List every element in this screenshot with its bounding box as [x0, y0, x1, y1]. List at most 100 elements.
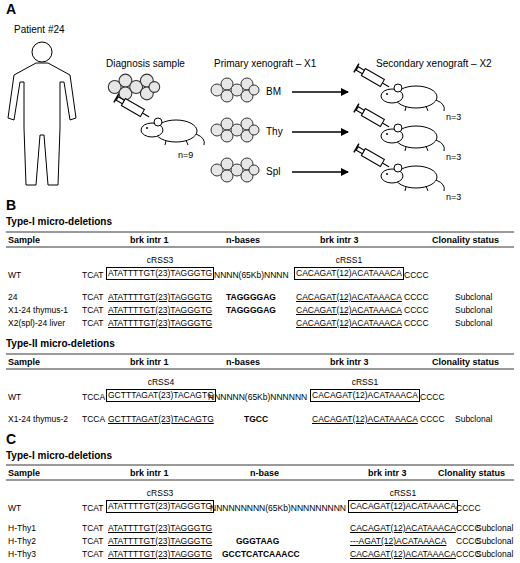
column-header: brk intr 1 [130, 357, 169, 368]
table-cell: H-Thy3 [8, 549, 36, 560]
rss-box: cRSS4GCTTTAGAT(23)TACAGTG [106, 389, 216, 402]
panel-label: Thy [266, 126, 283, 137]
sequence-text: ATATTTTGT(23)TAGGGTG [108, 305, 212, 316]
table-cell: H-Thy1 [8, 523, 36, 534]
sequence-text: ATATTTTGT(23)TAGGGTG [108, 501, 212, 512]
table-rule [6, 465, 514, 466]
n-bases-text: TAGGGGAG [226, 305, 276, 316]
sequence-text: ATATTTTGT(23)TAGGGTG [108, 268, 212, 279]
table-cell: TCAT [82, 305, 104, 316]
table-cell: X1-24 thymus-1 [8, 305, 68, 316]
panel-label: Spl [266, 166, 280, 177]
mouse [381, 124, 444, 151]
table-cell: CCCC [420, 414, 445, 425]
table-cell: CCCC [420, 392, 445, 403]
table-cell: Subclonal [455, 414, 492, 425]
table-cell: Subclonal [455, 318, 492, 329]
panel-letter: C [6, 432, 16, 446]
column-header: Clonality status [432, 357, 499, 368]
transfer-arrow [292, 91, 348, 92]
table-rule [6, 247, 514, 248]
sequence-text: ATATTTTGT(23)TAGGGTG [108, 292, 212, 303]
rss-box: cRSS1CACAGAT(12)ACATAAACA [310, 389, 420, 402]
sequence-text: ATATTTTGT(23)TAGGGTG [108, 523, 212, 534]
sequence-text: ATATTTTGT(23)TAGGGTG [108, 536, 212, 547]
table-cell: TCAT [82, 503, 104, 514]
cell-cluster [211, 158, 259, 182]
head [32, 42, 52, 62]
mouse [141, 118, 204, 145]
table-cell: CCCC [404, 305, 429, 316]
table-cell: TCAT [82, 536, 104, 547]
column-header: brk intr 3 [330, 357, 369, 368]
table-cell: H-Thy2 [8, 536, 36, 547]
syringe [114, 94, 152, 122]
count-label: n=9 [178, 150, 193, 161]
column-header: n-bases [226, 235, 260, 246]
table-cell: CCCC [404, 292, 429, 303]
table-cell: WT [8, 392, 21, 403]
table-cell: NNNNNN(65Kb)NNNNNN [208, 392, 307, 403]
table-cell: TCAT [82, 270, 104, 281]
panel-letter: A [6, 2, 16, 16]
panel-label: Primary xenograft – X1 [214, 58, 316, 69]
table-cell: Subclonal [476, 523, 513, 534]
table-rule [6, 232, 514, 233]
rss-box: cRSS3ATATTTTGT(23)TAGGGTG [106, 267, 214, 280]
table-cell: TCAT [82, 523, 104, 534]
column-header: Sample [8, 468, 40, 479]
count-label: n=3 [446, 112, 461, 123]
sequence-text: CACAGAT(12)ACATAAACA [296, 268, 402, 279]
mouse [381, 84, 444, 111]
sequence-text: ---AGAT(12)ACATAAACA [350, 536, 446, 547]
sequence-text: CACAGAT(12)ACATAAACA [296, 305, 402, 316]
column-header: Clonality status [438, 468, 505, 479]
table-cell: Subclonal [455, 292, 492, 303]
body [8, 63, 76, 185]
count-label: n=3 [446, 152, 461, 163]
mouse [381, 164, 444, 191]
panel-label: Diagnosis sample [106, 58, 185, 69]
panel-label: Secondary xenograft – X2 [376, 58, 492, 69]
column-header: n-bases [226, 357, 260, 368]
sequence-text: GCTTTAGAT(23)TACAGTG [108, 414, 214, 425]
column-header: Sample [8, 235, 40, 246]
table-cell: CCCC [404, 270, 429, 281]
panel-label: BM [266, 86, 281, 97]
rss-label: cRSS1 [311, 377, 419, 388]
count-label: n=3 [446, 192, 461, 203]
patient-figure [8, 42, 76, 185]
table-cell: Subclonal [476, 536, 513, 547]
sequence-text: CACAGAT(12)ACATAAACA [312, 390, 418, 401]
cell-cluster [108, 74, 159, 100]
rss-label: cRSS3 [107, 488, 213, 499]
n-bases-text: GCCTCATCAAACC [222, 549, 300, 560]
column-header: brk intr 1 [130, 235, 169, 246]
column-header: Clonality status [432, 235, 499, 246]
column-header: brk intr 3 [368, 468, 407, 479]
rss-label: cRSS1 [349, 488, 457, 499]
rss-label: cRSS1 [295, 255, 403, 266]
transfer-arrow [292, 131, 348, 132]
column-header: Sample [8, 357, 40, 368]
cell-cluster [211, 118, 259, 142]
sequence-text: GCTTTAGAT(23)TACAGTG [108, 390, 214, 401]
table-cell: X2(spl)-24 liver [8, 318, 65, 329]
column-header: brk intr 1 [130, 468, 169, 479]
n-bases-text: TGCC [244, 414, 268, 425]
panel-letter: B [6, 198, 16, 212]
sequence-text: ATATTTTGT(23)TAGGGTG [108, 549, 212, 560]
sequence-text: ATATTTTGT(23)TAGGGTG [108, 318, 212, 329]
column-header: brk intr 3 [320, 235, 359, 246]
sequence-text: CACAGAT(12)ACATAAACA [350, 523, 456, 534]
panel-label: Patient #24 [14, 24, 65, 35]
table-cell: TCCA [82, 392, 105, 403]
table-cell: CCCC [456, 503, 481, 514]
table-cell: CCCC [404, 318, 429, 329]
table-cell: WT [8, 270, 21, 281]
sequence-text: CACAGAT(12)ACATAAACA [296, 318, 402, 329]
table-cell: Subclonal [455, 305, 492, 316]
table-cell: NNNN(65Kb)NNNN [214, 270, 289, 281]
